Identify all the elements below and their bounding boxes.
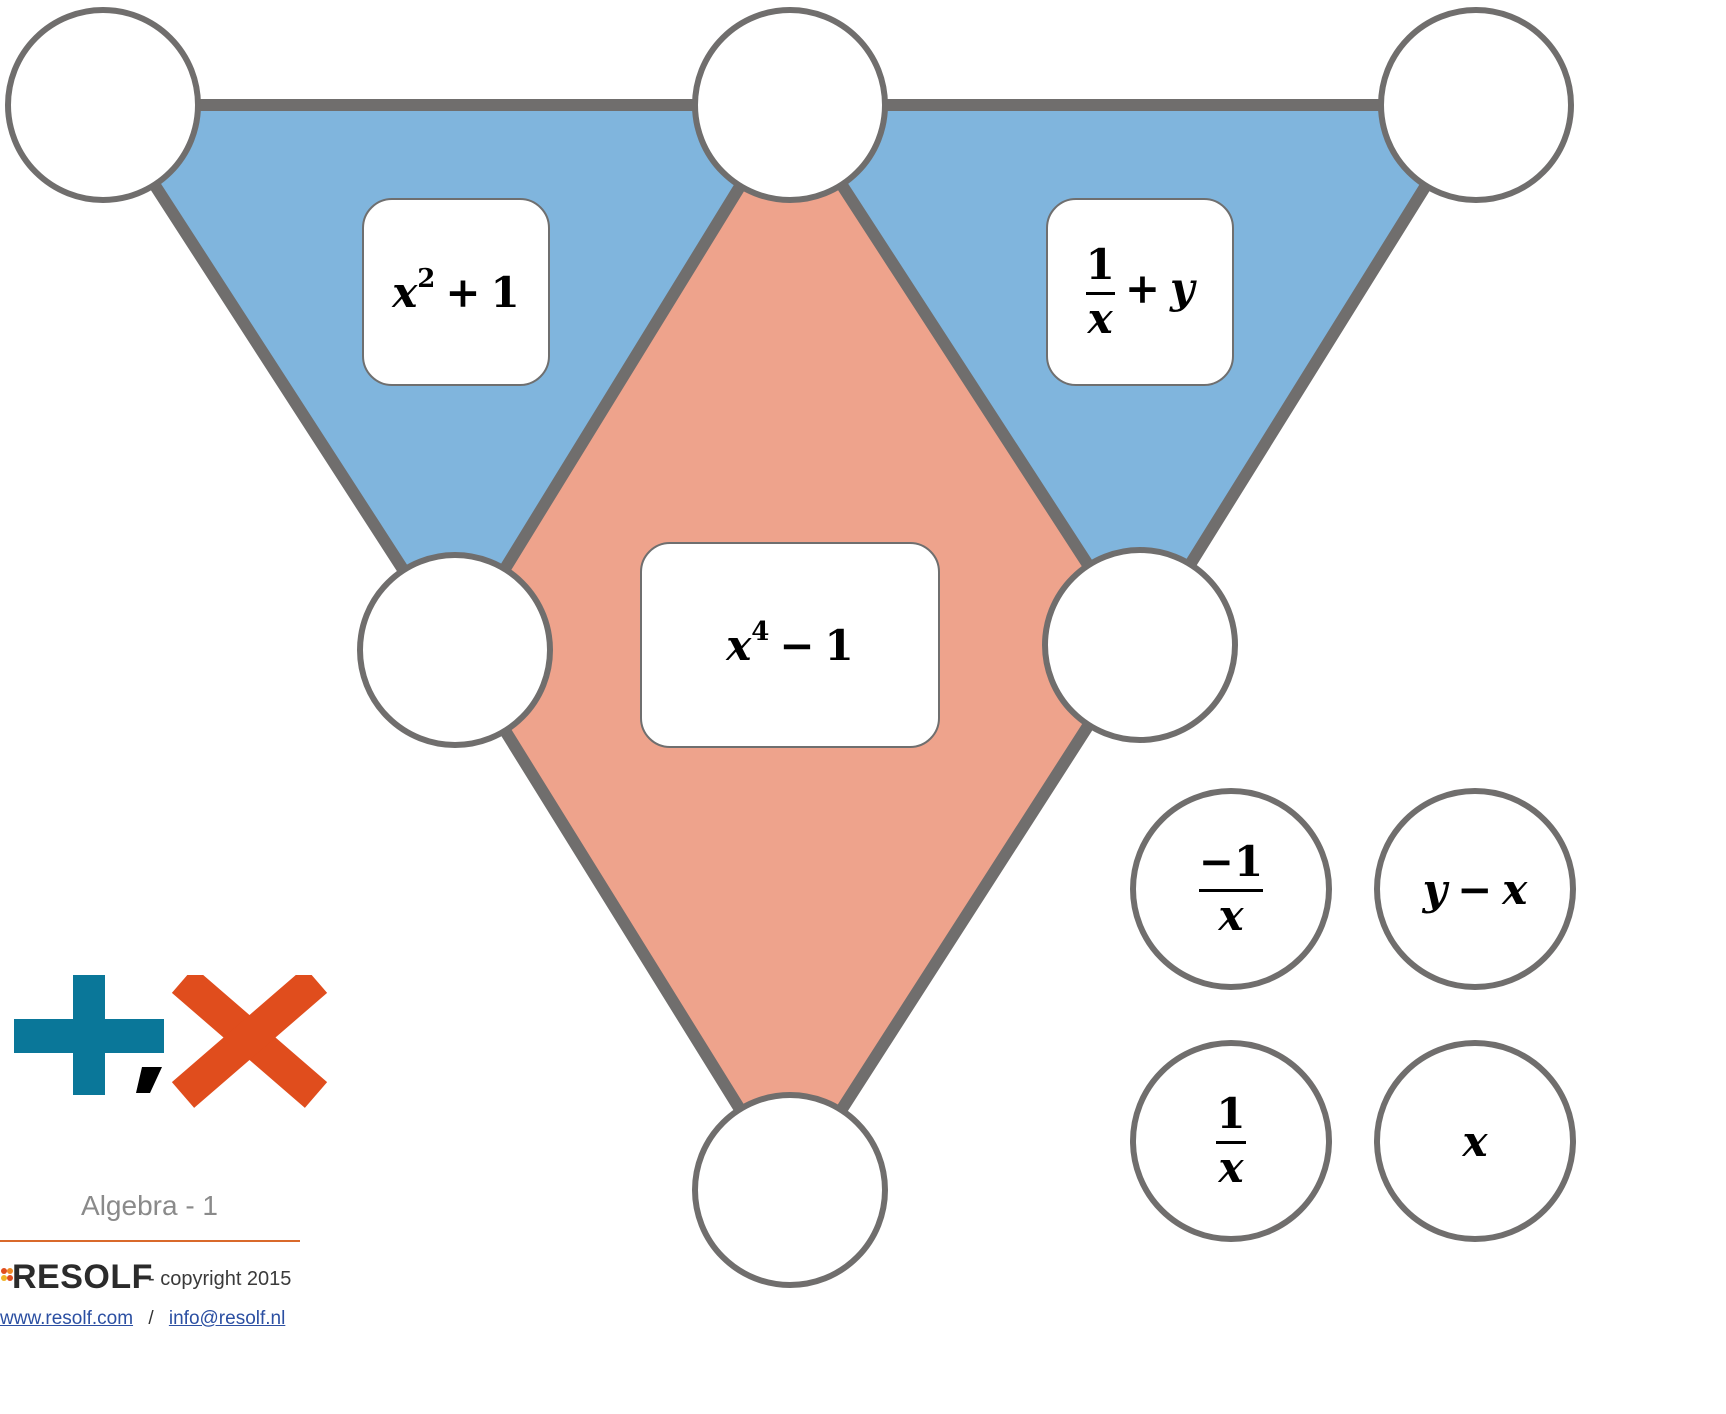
term-base: x <box>392 267 418 317</box>
vertex-top-left[interactable] <box>5 7 201 203</box>
term-b: x <box>1502 864 1528 914</box>
operator: − <box>1457 864 1493 914</box>
left-triangle-product: x2 +1 <box>392 266 520 317</box>
right-triangle-product: 1 x +y <box>1085 240 1195 343</box>
answer-expression: x <box>1462 1116 1488 1166</box>
worksheet-title: Algebra - 1 <box>81 1190 218 1221</box>
term-exponent: 2 <box>417 263 436 294</box>
fraction-numerator: −1 <box>1198 837 1264 887</box>
fraction-bar <box>1085 291 1115 295</box>
link-separator: / <box>148 1308 154 1329</box>
vertex-circles <box>5 7 1574 1288</box>
brand-name: RESOLF <box>12 1258 153 1296</box>
answer-option-x[interactable]: x <box>1374 1040 1576 1242</box>
answer-expression: −1 x <box>1198 837 1264 940</box>
fraction: −1 x <box>1198 837 1264 940</box>
edges <box>97 99 1482 1196</box>
vertex-top-middle[interactable] <box>692 7 888 203</box>
copyright-text: - copyright 2015 <box>148 1268 292 1290</box>
fraction-numerator: 1 <box>1085 240 1115 290</box>
website-link[interactable]: www.resolf.com <box>0 1308 134 1329</box>
term-base: x <box>726 620 752 670</box>
answer-expression: y−x <box>1423 865 1528 914</box>
fraction-numerator: 1 <box>1216 1089 1246 1139</box>
comma-icon <box>136 1067 162 1093</box>
answer-expression: 1 x <box>1216 1089 1246 1192</box>
term: y <box>1170 264 1195 313</box>
answer-option-neg-one-over-x[interactable]: −1 x <box>1130 788 1332 990</box>
constant: 1 <box>490 267 520 317</box>
vertex-middle-left[interactable] <box>357 552 553 748</box>
plus-times-logo: + <box>14 975 328 1108</box>
fraction-denominator: x <box>1087 293 1113 343</box>
fraction-bar <box>1198 888 1264 892</box>
resolf-dots-icon <box>1 1268 13 1281</box>
footer-links: www.resolf.com / info@resolf.nl <box>0 1308 285 1330</box>
center-rhombus-product-box: x4−1 <box>640 542 940 748</box>
fraction: 1 x <box>1216 1089 1246 1192</box>
plus-sign-icon <box>14 975 164 1095</box>
answer-option-one-over-x[interactable]: 1 x <box>1130 1040 1332 1242</box>
center-rhombus-product: x4−1 <box>726 619 854 670</box>
email-link[interactable]: info@resolf.nl <box>168 1308 286 1329</box>
operator: + <box>445 267 481 317</box>
brand-row: RESOLF - copyright 2015 <box>0 1258 300 1298</box>
fraction-denominator: x <box>1218 1142 1244 1192</box>
operator: − <box>779 620 815 670</box>
answer-option-y-minus-x[interactable]: y−x <box>1374 788 1576 990</box>
fraction: 1 x <box>1085 240 1115 343</box>
operator: + <box>1124 264 1161 313</box>
left-triangle-product-box: x2 +1 <box>362 198 550 386</box>
fraction-bar <box>1216 1140 1246 1144</box>
vertex-middle-right[interactable] <box>1042 547 1238 743</box>
vertex-bottom[interactable] <box>692 1092 888 1288</box>
footer-divider <box>0 1240 300 1242</box>
right-triangle-product-box: 1 x +y <box>1046 198 1234 386</box>
term-exponent: 4 <box>751 616 770 647</box>
term-a: y <box>1422 864 1448 914</box>
fraction-denominator: x <box>1218 890 1244 940</box>
times-sign-icon <box>171 975 328 1108</box>
vertex-top-right[interactable] <box>1378 7 1574 203</box>
constant: 1 <box>824 620 854 670</box>
